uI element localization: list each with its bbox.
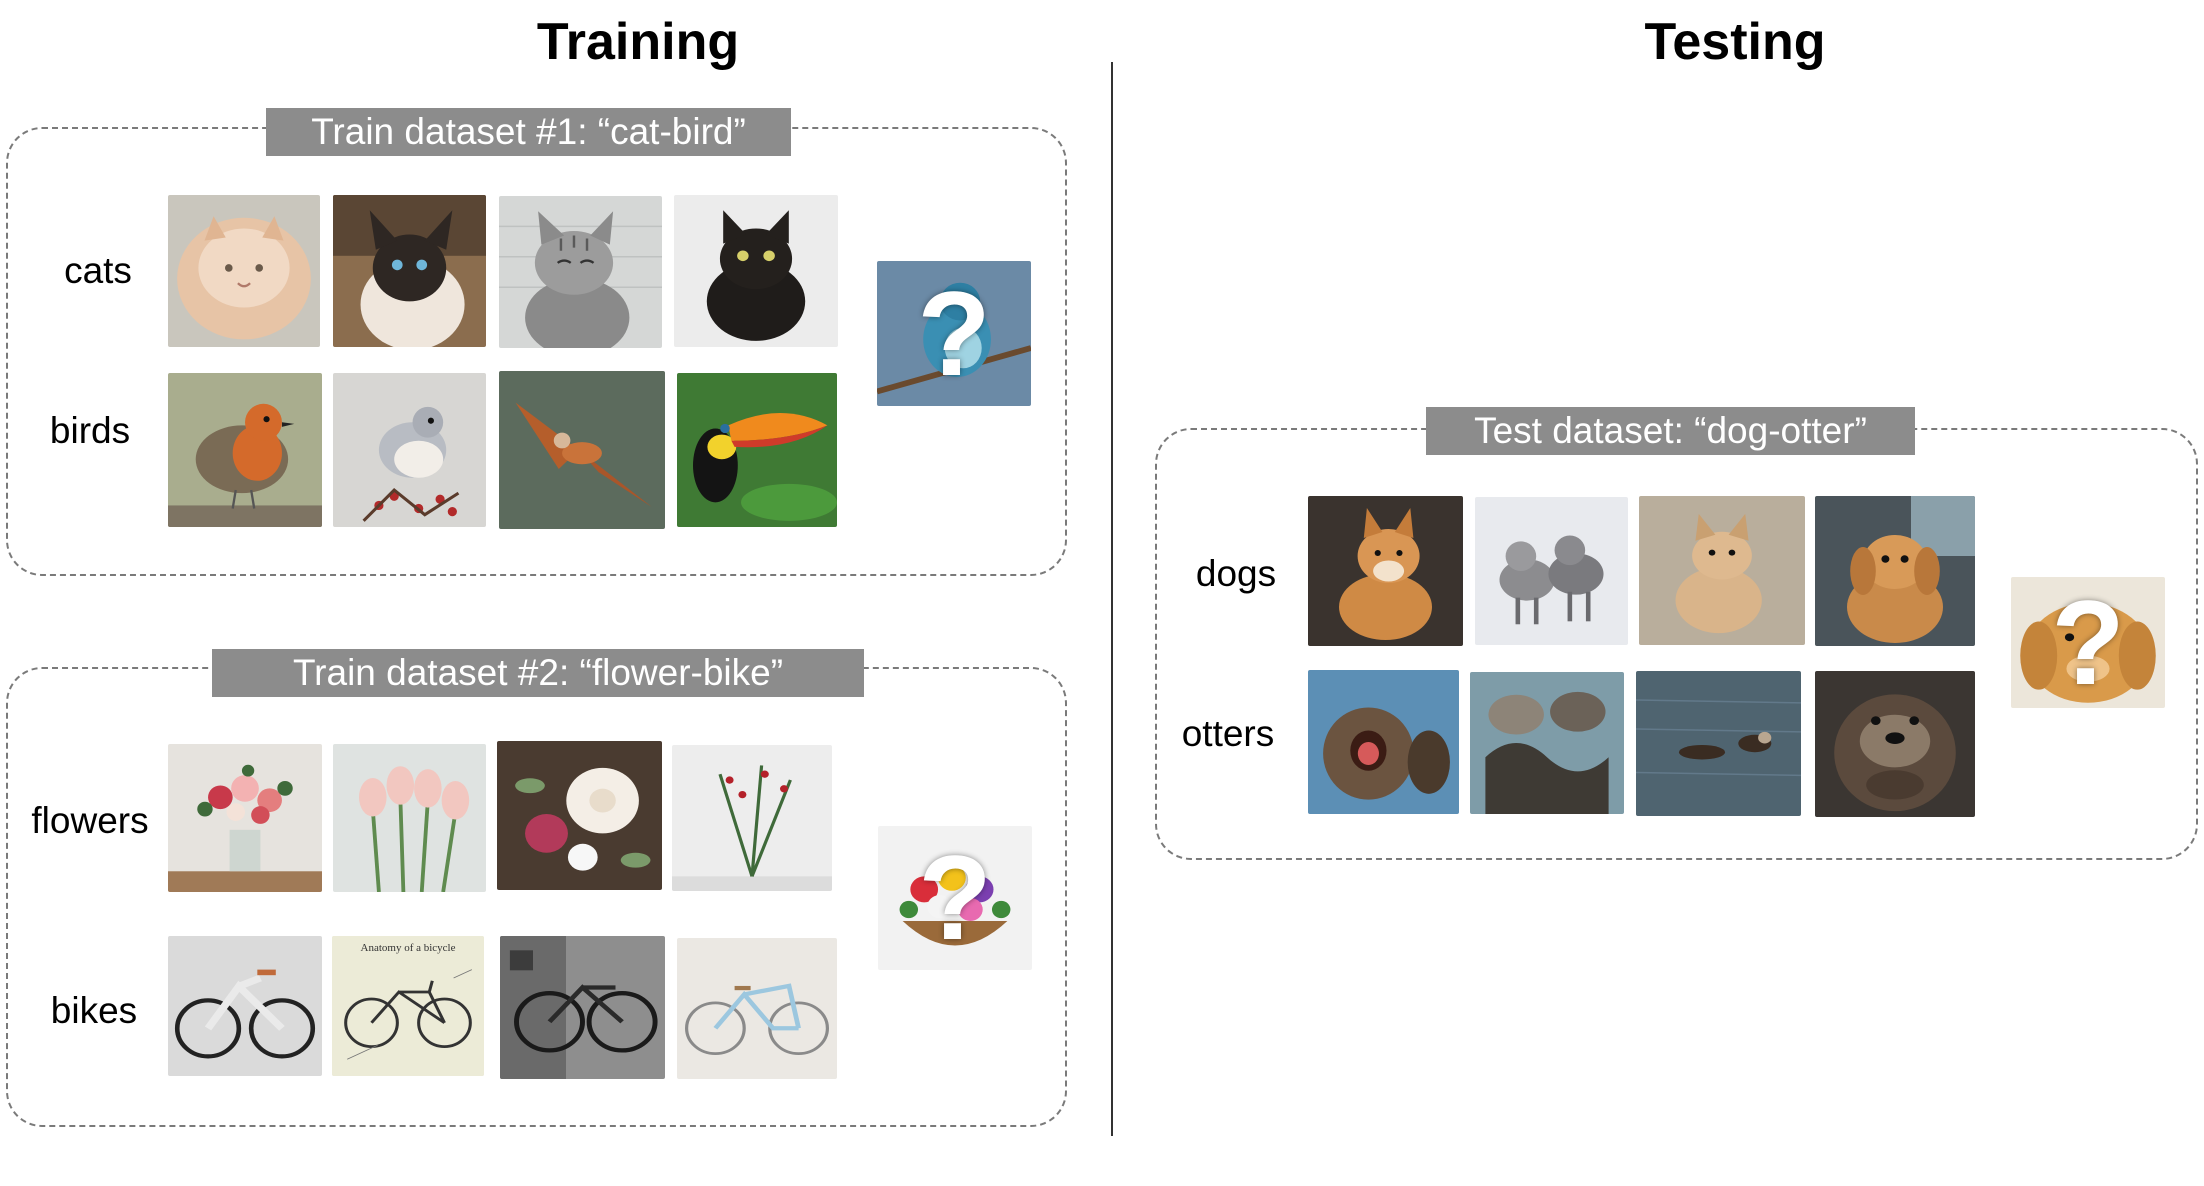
row-label-birds: birds	[49, 410, 131, 451]
image-husky-puppies	[1475, 497, 1628, 645]
image-shiba-inu	[1308, 496, 1463, 646]
image-flower-vase-bouquet	[168, 744, 322, 892]
image-modern-hubless-bike	[168, 936, 322, 1076]
image-golden-puppy-in-car	[1815, 496, 1975, 646]
section-divider	[1111, 62, 1113, 1136]
query-image-flower-basket: ?	[878, 826, 1032, 970]
image-tabby-cat	[499, 196, 662, 348]
image-anatomy-of-a-bicycle-print: Anatomy of a bicycle	[332, 936, 484, 1076]
training-heading: Training	[536, 13, 740, 71]
image-bike-on-wall	[500, 936, 665, 1079]
train-dataset-1-title: Train dataset #1: “cat-bird”	[266, 108, 791, 156]
testing-heading: Testing	[1644, 13, 1826, 71]
image-otters-floating	[1470, 672, 1624, 814]
image-shiba-puppy	[1639, 496, 1805, 645]
image-kite-in-flight	[499, 371, 665, 529]
image-otter-in-water	[1636, 671, 1801, 816]
query-image-blue-bird: ?	[877, 261, 1031, 406]
row-label-cats: cats	[64, 250, 132, 291]
image-otter-face	[1815, 671, 1975, 817]
train-dataset-2-title: Train dataset #2: “flower-bike”	[212, 649, 864, 697]
image-fluffy-orange-cat	[168, 195, 320, 347]
question-mark-icon: ?	[917, 266, 991, 401]
image-siamese-cat	[333, 195, 486, 347]
image-pine-and-berries	[672, 745, 832, 891]
image-otter-yawning	[1308, 670, 1459, 814]
row-label-bikes: bikes	[50, 990, 138, 1031]
row-label-otters: otters	[1181, 713, 1275, 754]
image-toucan	[677, 373, 837, 527]
image-dahlia-arrangement	[497, 741, 662, 890]
test-dataset-title: Test dataset: “dog-otter”	[1426, 407, 1915, 455]
row-label-flowers: flowers	[31, 800, 149, 841]
question-mark-icon: ?	[918, 831, 992, 965]
image-pink-tulips	[333, 744, 486, 892]
image-titmouse	[333, 373, 486, 527]
question-mark-icon: ?	[2051, 577, 2125, 708]
image-light-blue-bicycle	[677, 938, 837, 1079]
row-label-dogs: dogs	[1195, 553, 1277, 594]
print-caption: Anatomy of a bicycle	[360, 942, 456, 954]
image-black-cat	[674, 195, 838, 347]
image-robin	[168, 373, 322, 527]
query-image-golden-retriever-puppy: ?	[2011, 577, 2165, 708]
